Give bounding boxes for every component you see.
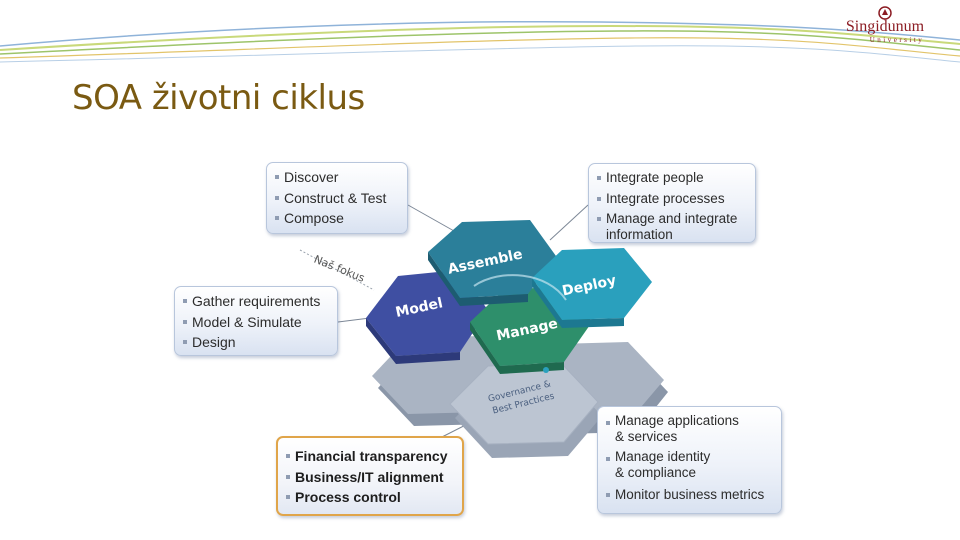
list-item: Discover bbox=[275, 167, 399, 188]
hex-deploy bbox=[532, 248, 652, 320]
manage-details-box: Manage applications & services Manage id… bbox=[597, 406, 782, 514]
list-item: Process control bbox=[286, 487, 454, 508]
hex-assemble bbox=[428, 220, 556, 298]
list-item: Manage applications & services bbox=[606, 413, 773, 444]
logo-emblem-icon bbox=[878, 6, 892, 20]
list-item: Compose bbox=[275, 208, 399, 229]
list-item: Construct & Test bbox=[275, 188, 399, 209]
logo-name: Singidunum bbox=[845, 18, 925, 35]
list-item: Business/IT alignment bbox=[286, 467, 454, 488]
list-item: Monitor business metrics bbox=[606, 485, 773, 506]
singidunum-logo: Singidunum University bbox=[840, 6, 930, 44]
list-item: Integrate processes bbox=[597, 189, 747, 210]
assemble-details-box: Discover Construct & Test Compose bbox=[266, 162, 408, 234]
list-item: Financial transparency bbox=[286, 446, 454, 467]
header-swoosh-lines bbox=[0, 20, 960, 63]
list-item: Model & Simulate bbox=[183, 312, 329, 333]
page-title: SOA životni ciklus bbox=[72, 78, 365, 118]
governance-details-box: Financial transparency Business/IT align… bbox=[276, 436, 464, 516]
logo-subtitle: University bbox=[869, 36, 925, 44]
list-item: Manage identity & compliance bbox=[606, 449, 773, 480]
list-item: Gather requirements bbox=[183, 291, 329, 312]
hex-governance bbox=[449, 363, 599, 445]
list-item: Integrate people bbox=[597, 168, 747, 189]
model-details-box: Gather requirements Model & Simulate Des… bbox=[174, 286, 338, 356]
list-item: Design bbox=[183, 332, 329, 353]
deploy-details-box: Integrate people Integrate processes Man… bbox=[588, 163, 756, 243]
list-item: Manage and integrate information bbox=[597, 209, 747, 242]
